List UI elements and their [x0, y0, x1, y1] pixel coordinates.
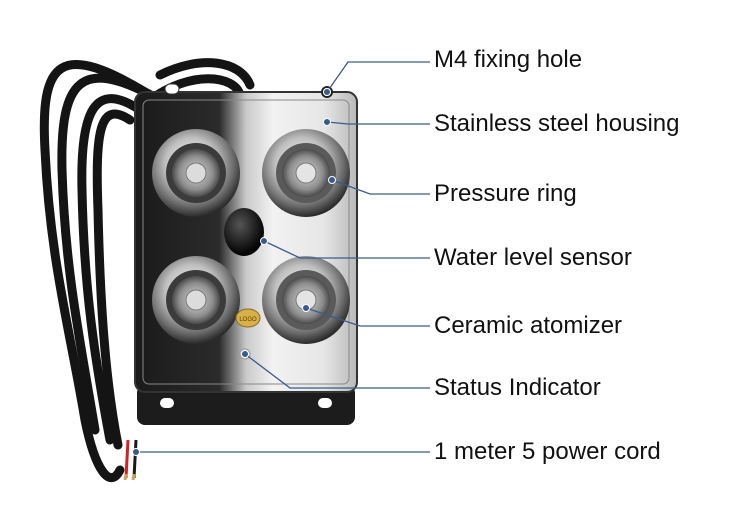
callout-label-pressure-ring: Pressure ring — [434, 180, 577, 207]
callout-label-m4-fixing-hole: M4 fixing hole — [434, 46, 583, 73]
transducer-bottom-left — [152, 256, 240, 344]
base-slot-left — [160, 398, 174, 408]
callout-marker-pressure-ring — [328, 176, 336, 184]
callout-marker-power-cord — [132, 448, 140, 456]
top-slot-left — [164, 83, 180, 95]
callout-marker-status-indicator — [241, 350, 249, 358]
water-level-sensor-probe — [224, 208, 264, 256]
callout-line-m4-fixing-hole — [326, 61, 430, 93]
callout-line-water-level-sensor — [263, 240, 430, 259]
callout-lines — [132, 61, 430, 456]
callout-label-ceramic-atomizer: Ceramic atomizer — [434, 312, 623, 339]
callout-label-stainless-steel-housing: Stainless steel housing — [434, 110, 680, 137]
callout-label-status-indicator: Status Indicator — [434, 374, 601, 401]
callout-marker-water-level-sensor — [260, 237, 268, 245]
callout-line-ceramic-atomizer — [305, 307, 430, 327]
callout-marker-m4-fixing-hole — [323, 88, 331, 96]
callout-line-status-indicator — [244, 353, 430, 389]
transducer-top-right — [262, 129, 350, 217]
transducer-bottom-right — [262, 256, 350, 344]
logo-text: LOGO — [239, 317, 257, 323]
base-plate — [137, 385, 355, 425]
transducer-top-left — [152, 129, 240, 217]
callout-line-pressure-ring — [331, 179, 430, 195]
cord-wires — [123, 439, 138, 481]
callout-marker-stainless-steel-housing — [323, 118, 331, 126]
base-slot-right — [318, 398, 332, 408]
callout-marker-ceramic-atomizer — [302, 304, 310, 312]
callout-label-water-level-sensor: Water level sensor — [434, 244, 632, 271]
callout-label-power-cord: 1 meter 5 power cord — [434, 438, 661, 465]
callout-line-stainless-steel-housing — [326, 121, 430, 125]
logo-sticker — [235, 308, 261, 328]
